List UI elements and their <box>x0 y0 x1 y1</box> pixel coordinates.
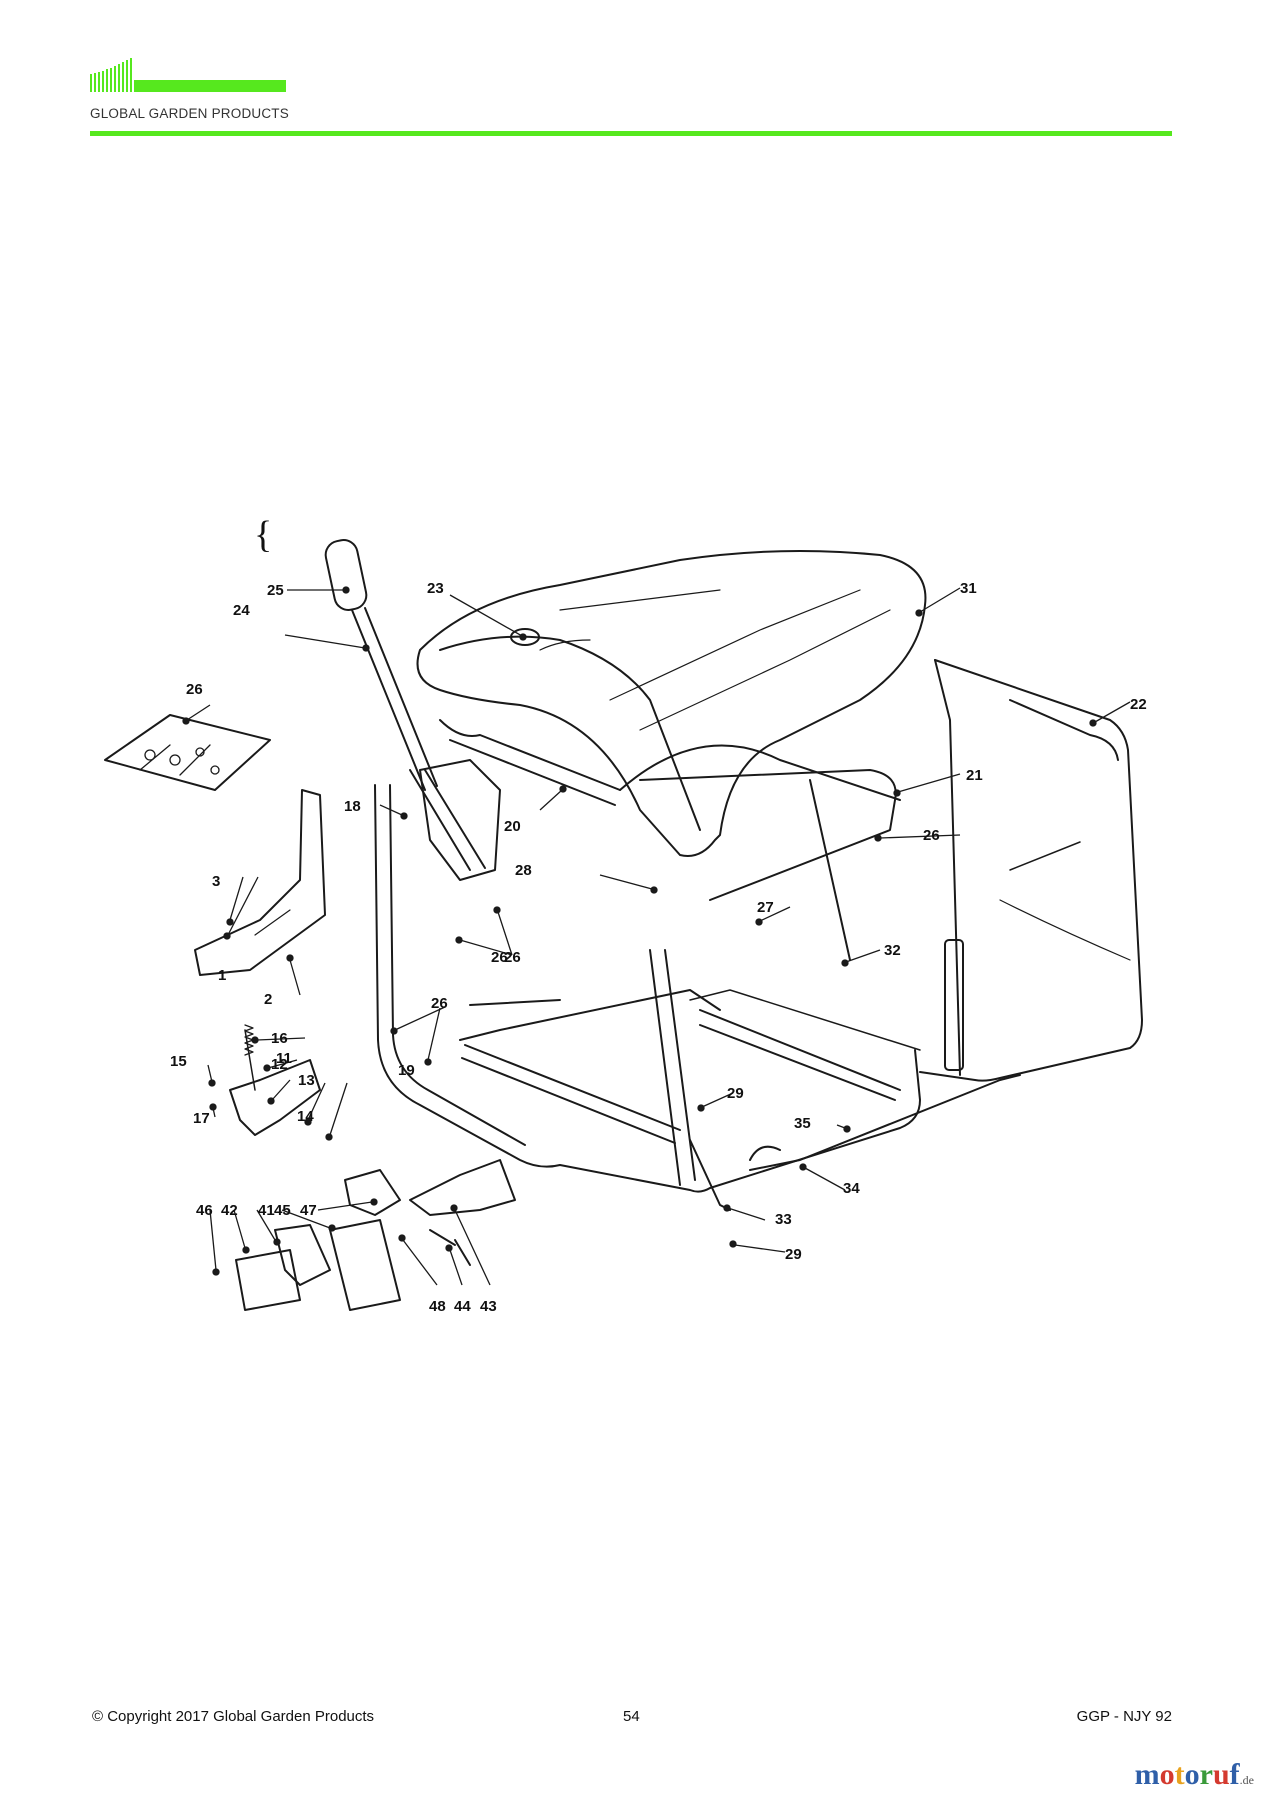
copyright-text: © Copyright 2017 Global Garden Products <box>92 1708 375 1725</box>
part-label: 1 <box>218 967 226 984</box>
grass-bag <box>919 659 1143 1082</box>
part-label: 42 <box>221 1202 238 1219</box>
brand-name: GLOBAL GARDEN PRODUCTS <box>90 106 289 121</box>
part-label: 21 <box>966 767 983 784</box>
part-label: 16 <box>271 1030 288 1047</box>
part-label: 11 <box>276 1050 292 1067</box>
part-label: 26 <box>186 681 203 698</box>
frame-19 <box>374 784 921 1193</box>
part-label: 26 <box>504 949 521 966</box>
part-label: 29 <box>785 1246 802 1263</box>
part-label: 33 <box>775 1211 792 1228</box>
part-label: 28 <box>515 862 532 879</box>
bag-cover <box>416 550 927 857</box>
part-label: 43 <box>480 1298 497 1315</box>
hardware-bag <box>104 714 271 791</box>
part-label: 47 <box>300 1202 317 1219</box>
part-label: 13 <box>298 1072 315 1089</box>
part-label: 23 <box>427 580 444 597</box>
motoruf-letter: t <box>1174 1758 1185 1791</box>
part-label: 44 <box>454 1298 471 1315</box>
motoruf-letter: o <box>1159 1758 1175 1791</box>
part-label: 26 <box>491 949 508 966</box>
part-label: 34 <box>843 1180 860 1197</box>
part-label: 2 <box>264 991 272 1008</box>
part-label: 17 <box>193 1110 210 1127</box>
part-label: 19 <box>398 1062 415 1079</box>
part-label: 26 <box>431 995 448 1012</box>
part-label: 26 <box>923 827 940 844</box>
motoruf-tld: .de <box>1239 1773 1254 1787</box>
motoruf-letter: r <box>1199 1758 1213 1791</box>
part-label: 27 <box>757 899 774 916</box>
part-label: 29 <box>727 1085 744 1102</box>
header-rule <box>90 131 1172 136</box>
part-label: 31 <box>960 580 977 597</box>
motoruf-watermark-logo: motoruf.de <box>1135 1758 1254 1792</box>
plate-1 <box>194 789 326 976</box>
motoruf-letter: u <box>1212 1758 1230 1791</box>
part-label: 18 <box>344 798 361 815</box>
part-label: 35 <box>794 1115 811 1132</box>
part-label: 41 <box>258 1202 275 1219</box>
page-number: 54 <box>623 1708 640 1725</box>
part-label: 3 <box>212 873 220 890</box>
motoruf-wordmark: motoruf <box>1135 1758 1240 1791</box>
part-label: 14 <box>297 1108 314 1125</box>
model-code: GGP - NJY 92 <box>1076 1708 1172 1725</box>
motoruf-letter: f <box>1229 1758 1240 1791</box>
part-labels: 1231112131415161718192021222324252626262… <box>170 580 1147 1315</box>
part-label: 25 <box>267 582 284 599</box>
svg-text:{: { <box>254 514 272 556</box>
part-label: 45 <box>274 1202 291 1219</box>
part-label: 48 <box>429 1298 446 1315</box>
motoruf-letter: m <box>1134 1758 1160 1791</box>
part-label: 46 <box>196 1202 213 1219</box>
ggp-logo <box>90 58 286 92</box>
part-label: 32 <box>884 942 901 959</box>
motoruf-letter: o <box>1184 1758 1200 1791</box>
part-label: 22 <box>1130 696 1147 713</box>
part-label: 15 <box>170 1053 187 1070</box>
part-label: 24 <box>233 602 250 619</box>
part-label: 20 <box>504 818 521 835</box>
part-label: 12 <box>271 1056 288 1073</box>
